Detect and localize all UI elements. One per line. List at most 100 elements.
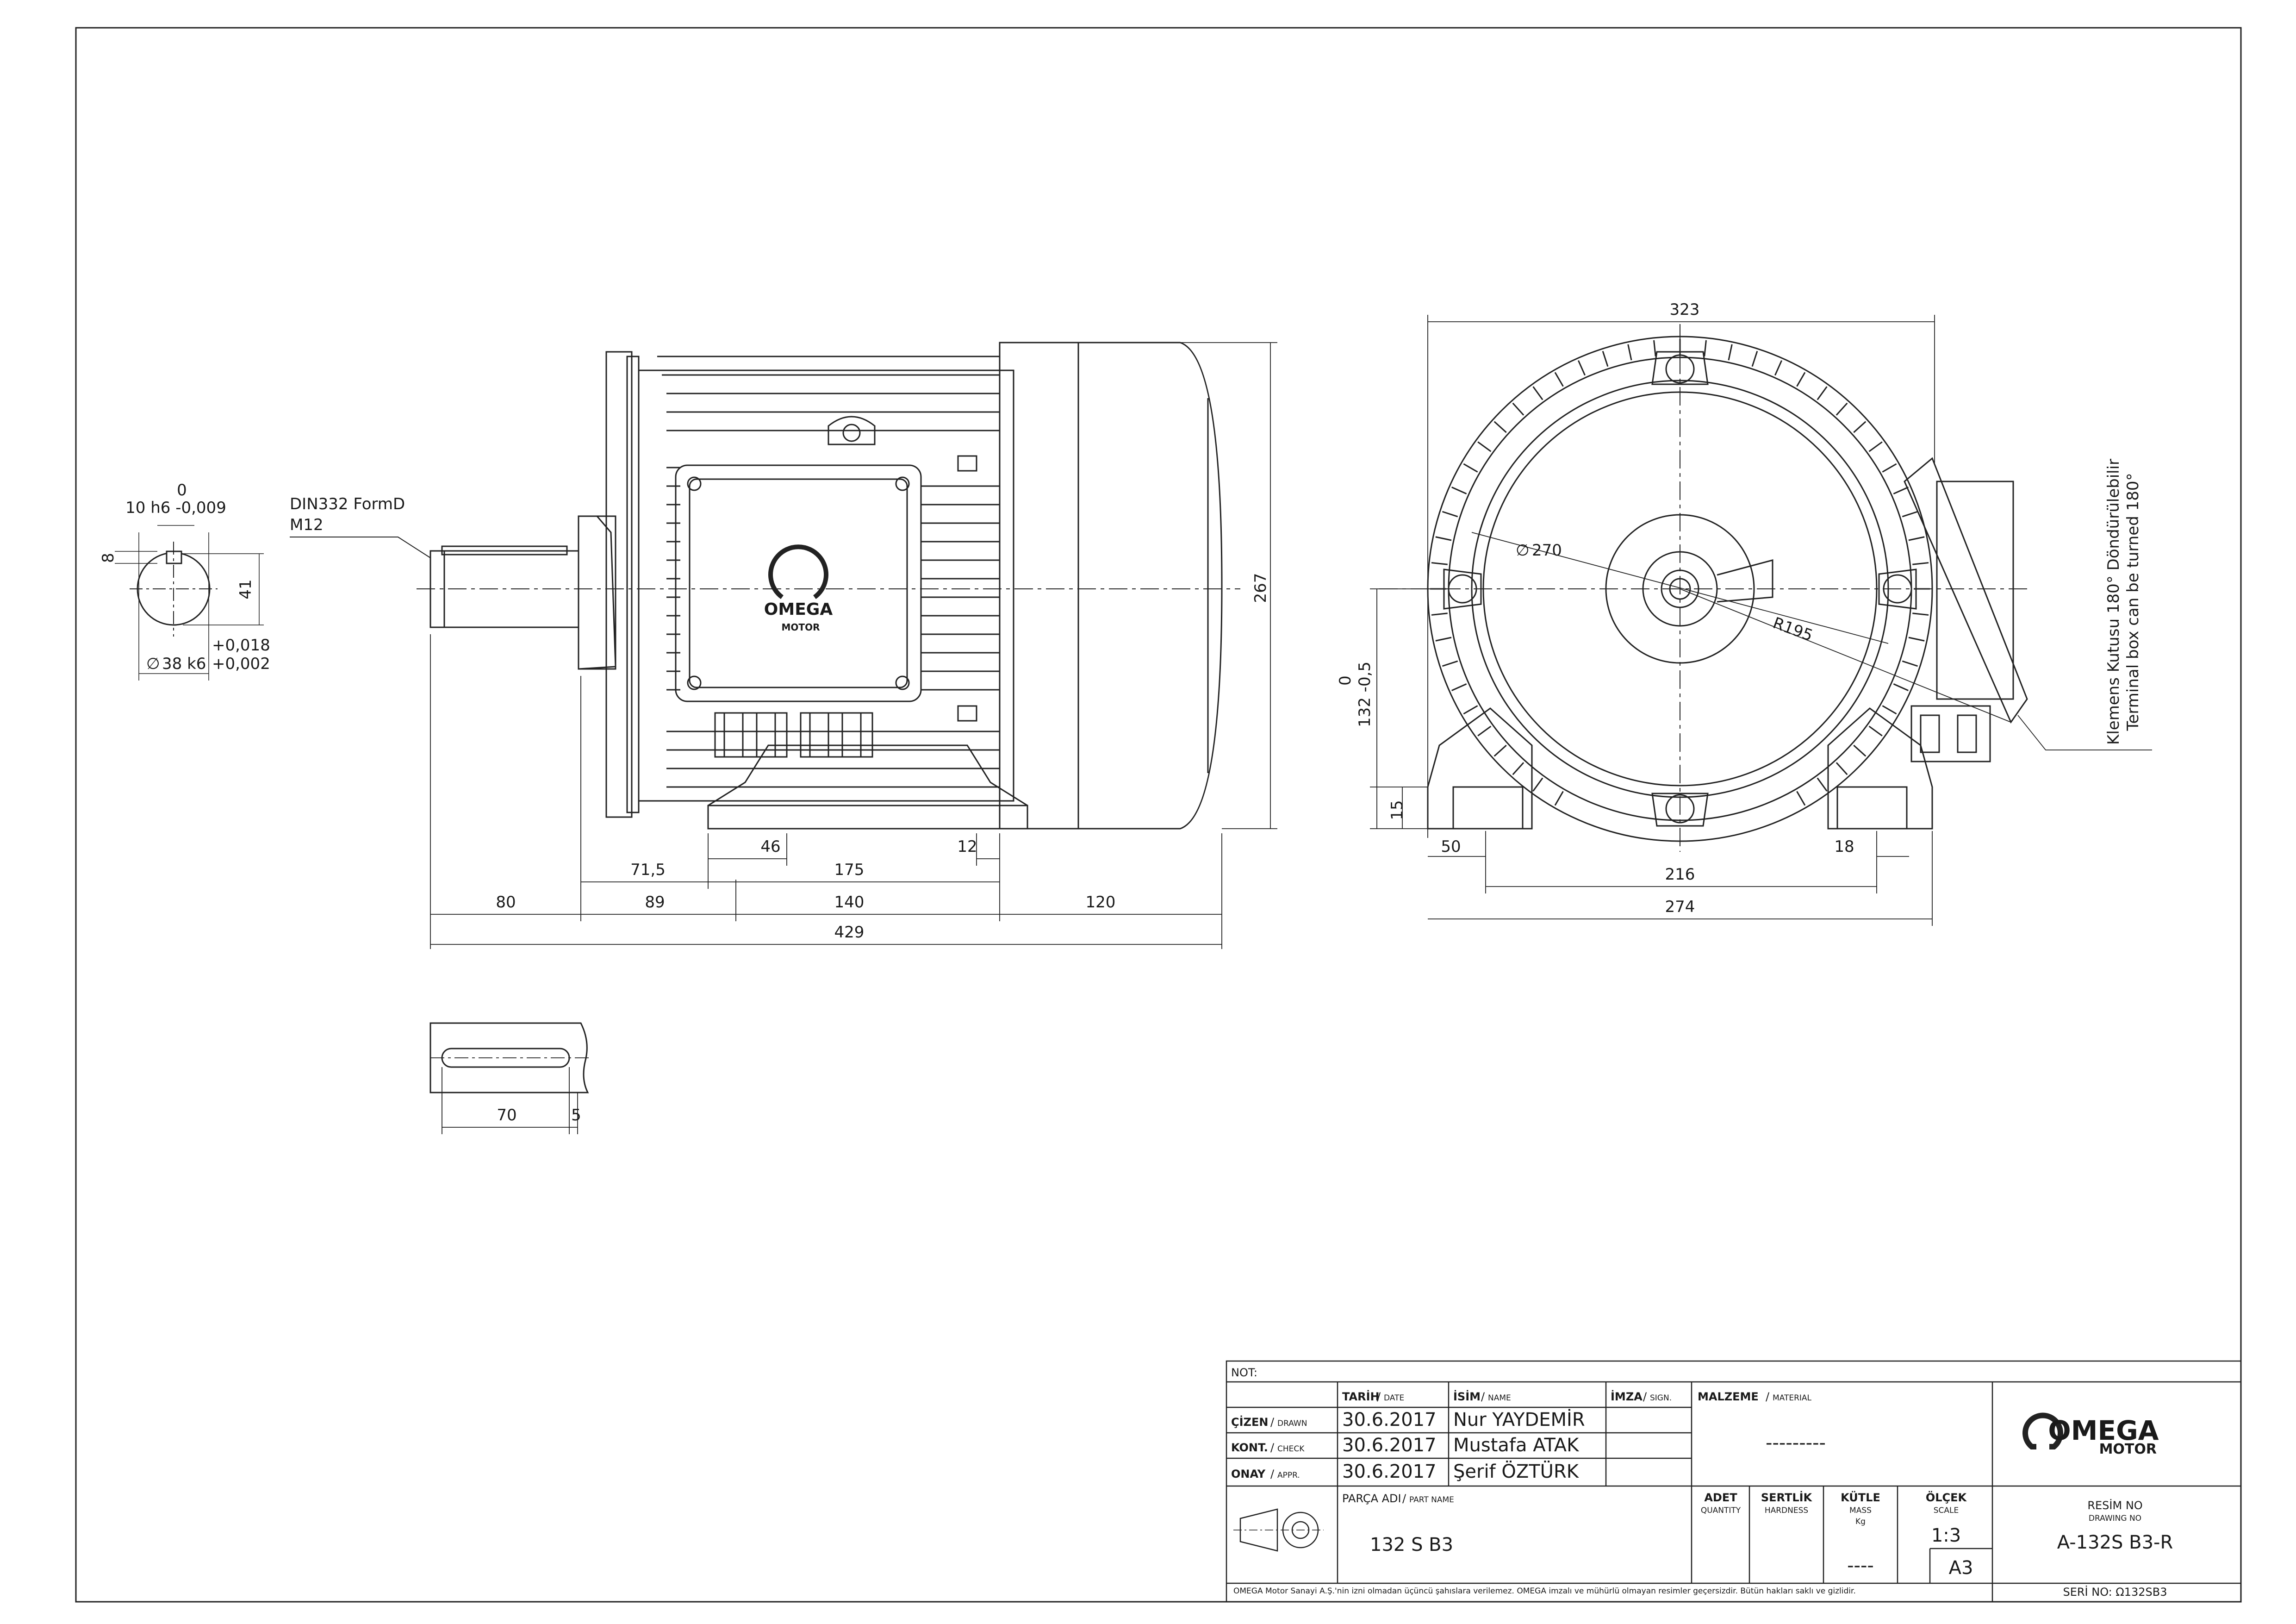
front-view-dimension-lines <box>1370 315 1935 926</box>
header-name-sep: / <box>1481 1390 1485 1403</box>
cooling-fin <box>1435 637 1452 642</box>
cooling-fin <box>1554 372 1564 387</box>
dim-89: 89 <box>645 893 665 912</box>
header-date: TARİH <box>1342 1390 1380 1403</box>
row-appr-name: Şerif ÖZTÜRK <box>1453 1460 1580 1482</box>
cooling-fin <box>1908 637 1925 642</box>
header-name-en: NAME <box>1488 1393 1511 1403</box>
row-check-name: Mustafa ATAK <box>1453 1435 1580 1456</box>
drawing-no-value: A-132S B3-R <box>2057 1532 2173 1553</box>
motor-side-view <box>429 342 1223 830</box>
shaft-diameter: 38 k6 <box>162 655 206 673</box>
cooling-fin <box>1493 421 1507 433</box>
row-drawn-role-en: DRAWN <box>1277 1419 1307 1428</box>
dim-50: 50 <box>1441 837 1461 856</box>
cooling-fin <box>1532 777 1543 792</box>
shaft-height-dim: 132 -0,5 <box>1356 662 1374 727</box>
header-material: MALZEME <box>1698 1390 1759 1403</box>
shaft-height-dim: 41 <box>236 579 255 599</box>
dim-80: 80 <box>496 893 516 912</box>
key-depth-dim: 8 <box>99 553 118 563</box>
header-sign-en: SIGN. <box>1650 1393 1672 1403</box>
row-drawn-role: ÇİZEN <box>1231 1415 1268 1429</box>
header-sign-sep: / <box>1643 1390 1647 1403</box>
cooling-fin <box>1853 744 1867 757</box>
cooling-fin <box>1836 762 1848 775</box>
side-view-dimension-lines <box>430 342 1277 949</box>
cooling-fin <box>1512 402 1524 416</box>
row-appr-sep: / <box>1270 1468 1275 1480</box>
shaft-end-section <box>115 525 264 681</box>
row-appr-role: ONAY <box>1231 1468 1266 1480</box>
cooling-fin <box>1442 660 1458 667</box>
center-hole-leader <box>290 537 431 558</box>
cooling-fin <box>1704 340 1707 356</box>
cooling-fin <box>1902 511 1918 518</box>
cooling-fin <box>1512 762 1524 775</box>
header-name: İSİM <box>1453 1390 1481 1403</box>
foot-15-dim: 15 <box>1388 800 1406 820</box>
dim-175: 175 <box>834 861 865 879</box>
serial-no: SERİ NO: Ω132SB3 <box>2063 1585 2167 1599</box>
scale-value: 1:3 <box>1931 1525 1961 1546</box>
svg-text:MOTOR: MOTOR <box>2099 1441 2157 1457</box>
row-check-role: KONT. <box>1231 1441 1268 1454</box>
dim-274: 274 <box>1665 898 1695 916</box>
terminal-note-en: Terminal box can be turned 180° <box>2124 473 2142 731</box>
cooling-fin <box>1431 562 1448 565</box>
cooling-fin <box>1893 486 1909 494</box>
svg-text:OMEGA: OMEGA <box>2048 1415 2159 1446</box>
cooling-fin <box>1493 744 1507 757</box>
r195-leader <box>1680 588 2011 723</box>
cooling-fin <box>1554 791 1564 806</box>
keyway-tol-top: 0 <box>177 481 187 500</box>
scale-label-en: SCALE <box>1934 1506 1959 1515</box>
omega-motor-logo: OMEGA MOTOR <box>2022 1412 2159 1457</box>
qty-label: ADET <box>1704 1491 1737 1504</box>
dim-429: 429 <box>834 923 865 942</box>
mass-value: ---- <box>1847 1555 1874 1576</box>
row-appr-role-en: APPR. <box>1277 1471 1300 1480</box>
row-drawn-sep: / <box>1270 1416 1275 1429</box>
key-detail <box>429 1022 592 1134</box>
cooling-fin <box>1774 360 1783 376</box>
dim-46: 46 <box>760 837 780 856</box>
dim-71-5: 71,5 <box>630 861 666 879</box>
width-323-dim: 323 <box>1670 300 1700 319</box>
cooling-fin <box>1868 441 1883 452</box>
part-name-label: PARÇA ADI <box>1342 1492 1401 1505</box>
drawing-border <box>75 27 2242 1603</box>
center-hole-thread: M12 <box>290 516 324 534</box>
cooling-fin <box>1653 340 1656 356</box>
cooling-fin <box>1817 777 1828 792</box>
cooling-fin <box>1577 360 1586 376</box>
cooling-fin <box>1435 536 1452 541</box>
shaft-height-tol-top: 0 <box>1336 675 1355 686</box>
cooling-fin <box>1902 660 1918 667</box>
hardness-label: SERTLİK <box>1761 1491 1813 1504</box>
cooling-fin <box>1442 511 1458 518</box>
cooling-fin <box>1853 421 1867 433</box>
row-drawn-name: Nur YAYDEMİR <box>1453 1408 1585 1430</box>
part-name-sep: / <box>1402 1492 1406 1505</box>
drawing-no-label-en: DRAWING NO <box>2089 1514 2141 1523</box>
side-view-logo: OMEGA MOTOR <box>764 544 833 633</box>
cooling-fin <box>1477 441 1492 452</box>
key-length-dim: 70 <box>497 1106 516 1124</box>
cooling-fin <box>1728 344 1733 361</box>
mass-label-en: MASS <box>1849 1506 1872 1515</box>
cooling-fin <box>1796 372 1806 387</box>
hardness-label-en: HARDNESS <box>1765 1506 1808 1515</box>
dia-270-leader <box>1471 532 1889 644</box>
row-appr-date: 30.6.2017 <box>1342 1461 1437 1482</box>
header-material-sep: / <box>1766 1390 1770 1403</box>
terminal-note-tr: Klemens Kutusu 180° Döndürülebilir <box>2104 459 2123 745</box>
cooling-fin <box>1912 612 1929 616</box>
row-check-date: 30.6.2017 <box>1342 1435 1437 1456</box>
key-offset-dim: 5 <box>571 1106 581 1124</box>
copyright-note: OMEGA Motor Sanayi A.Ş.'nin izni olmadan… <box>1233 1587 1856 1596</box>
cooling-fin <box>1477 725 1492 737</box>
header-date-en: DATE <box>1384 1393 1404 1403</box>
cooling-fin <box>1908 536 1925 541</box>
